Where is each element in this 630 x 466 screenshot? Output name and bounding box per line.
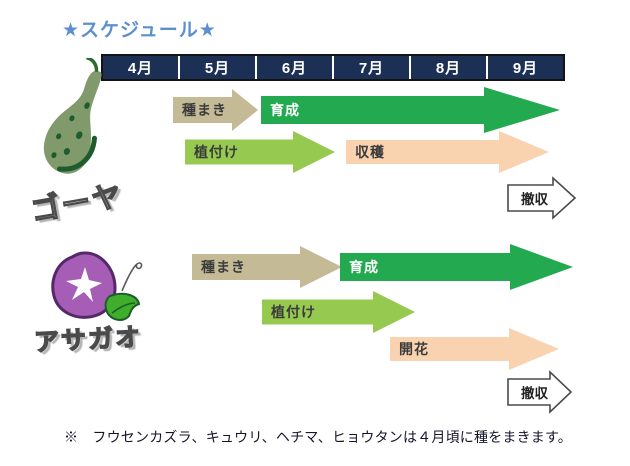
gantt-arrow-goya-remove: 撤収	[507, 176, 577, 220]
gantt-arrow-asagao-sow: 種まき	[192, 246, 342, 288]
gantt-arrow-label: 収穫	[355, 144, 385, 160]
arrow-shape	[390, 328, 559, 370]
gantt-arrow-label: 育成	[270, 102, 300, 118]
goya-illustration	[43, 58, 102, 174]
arrow-shape	[261, 87, 560, 133]
gantt-arrow-goya-sow: 種まき	[173, 89, 258, 131]
month-header-cell: 4月	[103, 56, 180, 79]
gantt-arrow-asagao-grow: 育成	[340, 244, 573, 290]
arrow-shape	[507, 176, 577, 220]
arrow-shape	[340, 244, 573, 290]
gantt-arrow-label: 植付け	[271, 304, 316, 320]
month-header-cell: 6月	[257, 56, 334, 79]
arrow-shape	[262, 291, 415, 333]
gantt-arrow-asagao-harvest: 開花	[390, 328, 559, 370]
gantt-arrow-label: 撤収	[521, 192, 548, 207]
gantt-arrow-label: 育成	[349, 259, 379, 275]
gantt-arrow-asagao-remove: 撤収	[507, 370, 573, 414]
gantt-arrow-goya-grow: 育成	[261, 87, 560, 133]
asagao-illustration	[51, 251, 143, 321]
gantt-arrow-label: 種まき	[201, 259, 246, 275]
gantt-arrow-label: 植付け	[194, 144, 239, 160]
gantt-arrow-label: 開花	[399, 341, 429, 357]
gantt-arrow-label: 種まき	[182, 102, 227, 118]
month-header-cell: 9月	[512, 60, 539, 77]
month-header-cell: 7月	[334, 56, 411, 79]
gantt-arrow-asagao-plant: 植付け	[262, 291, 415, 333]
gantt-arrow-goya-harvest: 収穫	[346, 131, 549, 173]
month-header-cell: 8月	[411, 56, 488, 79]
arrow-shape	[507, 370, 573, 414]
arrow-shape	[346, 131, 549, 173]
footnote: ※ フウセンカズラ、キュウリ、ヘチマ、ヒョウタンは４月頃に種をまきます。	[64, 431, 572, 446]
arrow-shape	[185, 131, 335, 173]
page-title: ★スケジュール★	[62, 20, 217, 41]
arrow-shape	[173, 89, 258, 131]
gantt-arrow-goya-plant: 植付け	[185, 131, 335, 173]
arrow-shape	[192, 246, 342, 288]
month-header-cell: 5月	[180, 56, 257, 79]
asagao-label: アサガオ	[33, 323, 144, 358]
gantt-arrow-label: 撤収	[521, 386, 548, 401]
